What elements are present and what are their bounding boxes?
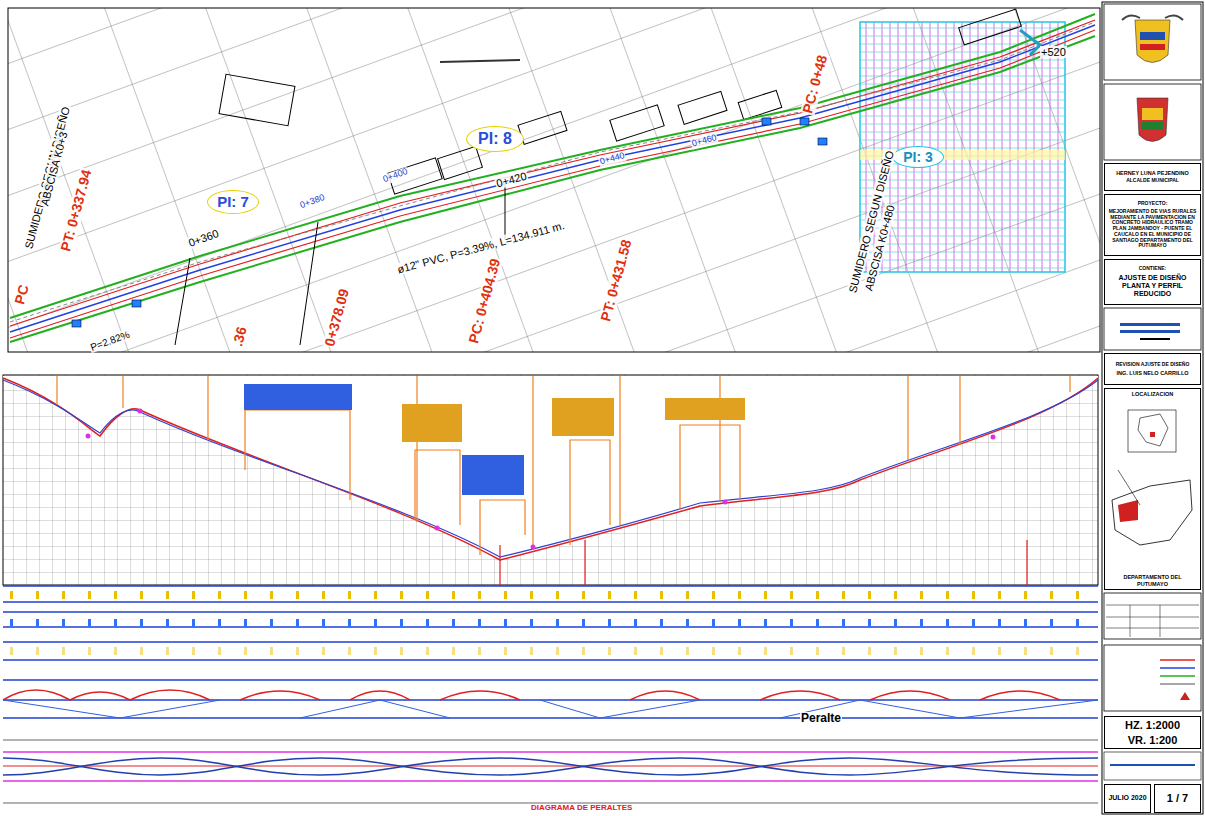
title-cell: PROYECTO: MEJORAMIENTO DE VIAS RURALES ME… <box>1104 194 1201 256</box>
title-cell: REVISION AJUSTE DE DISEÑO ING. LUIS NELO … <box>1104 353 1201 385</box>
drawing-label: 0+400 <box>381 167 410 186</box>
node-heading: 1 / 7 <box>1167 792 1188 805</box>
title-cell: CONTIENE: AJUSTE DE DISEÑO PLANTA Y PERFI… <box>1104 259 1201 305</box>
node-heading: PI: 3 <box>903 149 933 165</box>
title-cell: 1 / 7 <box>1154 784 1201 813</box>
node-heading: LOCALIZACION <box>1132 391 1174 397</box>
drawing-label: +520 <box>1040 46 1067 58</box>
title-cell: HERNEY LUNA PEJENDINO ALCALDE MUNICIPAL <box>1104 163 1201 191</box>
node-text: VR. 1:200 <box>1128 734 1178 747</box>
pi-label: PI: 7 <box>207 190 259 214</box>
station-label: 0+378.09 <box>322 286 353 349</box>
station-label: PC <box>12 282 32 307</box>
node-heading: PROYECTO: <box>1138 201 1168 207</box>
drawing-label: 0+380 <box>298 193 327 212</box>
station-label: PC: 0+404.39 <box>466 256 504 346</box>
drawing-label: ø12" PVC, P=3.39%, L=134.911 m. <box>395 219 567 276</box>
drawing-label: 0+420 <box>494 169 529 189</box>
node-heading: HZ. 1:2000 <box>1125 719 1180 732</box>
title-cell: HZ. 1:2000VR. 1:200 <box>1104 716 1201 749</box>
node-heading: CONTIENE: <box>1139 266 1167 272</box>
node-heading: REVISION AJUSTE DE DISEÑO <box>1116 362 1190 368</box>
drawing-label: DIAGRAMA DE PERALTES <box>530 804 633 813</box>
drawing-label: 0+440 <box>598 151 627 168</box>
drawing-label: 0+360 <box>186 227 221 250</box>
station-label: PT: 0+337.94 <box>58 167 95 254</box>
node-text: MEJORAMIENTO DE VIAS RURALES MEDIANTE LA… <box>1108 209 1197 249</box>
drawing-label: P=2.82% <box>88 328 132 353</box>
node-text: AJUSTE DE DISEÑO PLANTA Y PERFIL REDUCID… <box>1108 274 1197 298</box>
node-text: ALCALDE MUNICIPAL <box>1126 178 1179 184</box>
node-heading: HERNEY LUNA PEJENDINO <box>1116 170 1189 176</box>
drawing-label: 0+460 <box>690 133 719 150</box>
pi-label: PI: 8 <box>466 126 524 152</box>
node-heading: PI: 8 <box>478 130 512 148</box>
title-cell: LOCALIZACION DEPARTAMENTO DEL PUTUMAYO <box>1104 388 1201 590</box>
station-label: PT: 0+431.58 <box>598 237 635 324</box>
station-label: PC: 0+48 <box>800 53 831 116</box>
drawing-label: Peralte <box>800 712 842 725</box>
title-cell: JULIO 2020 <box>1104 784 1151 813</box>
node-heading: JULIO 2020 <box>1108 794 1146 802</box>
pi-label: PI: 3 <box>892 146 944 168</box>
node-heading: PI: 7 <box>217 193 249 210</box>
station-label: .36 <box>230 324 250 349</box>
node-text: DEPARTAMENTO DEL PUTUMAYO <box>1108 574 1197 587</box>
node-text: ING. LUIS NELO CARRILLO <box>1116 370 1188 376</box>
